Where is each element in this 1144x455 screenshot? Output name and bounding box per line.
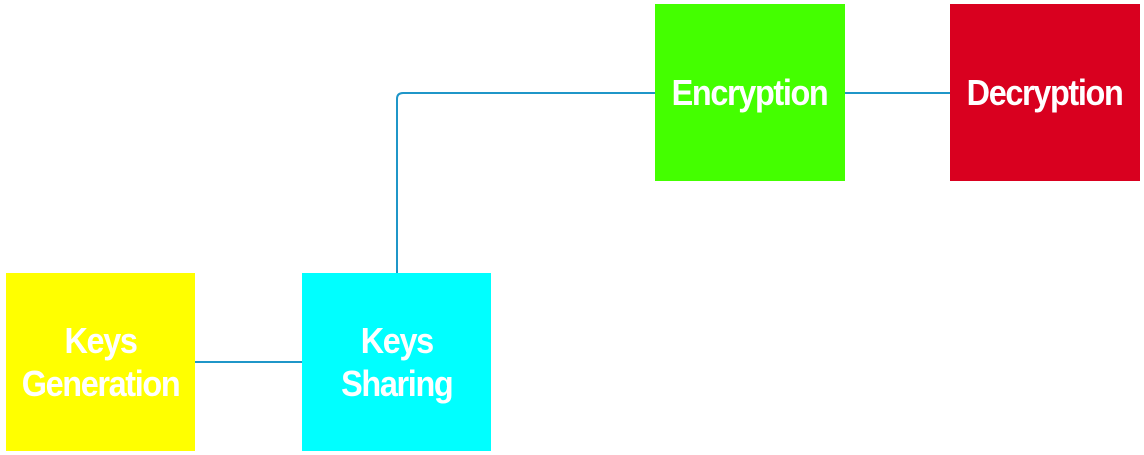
node-decryption: Decryption	[950, 4, 1140, 181]
node-label-keys-generation: Keys Generation	[21, 319, 181, 404]
node-keys-generation: Keys Generation	[6, 273, 195, 451]
node-encryption: Encryption	[655, 4, 845, 181]
node-label-encryption: Encryption	[672, 71, 829, 113]
node-label-decryption: Decryption	[967, 71, 1124, 113]
node-label-keys-sharing: Keys Sharing	[340, 319, 454, 404]
connector-keys-sharing-to-encryption	[396, 92, 655, 273]
node-keys-sharing: Keys Sharing	[302, 273, 491, 451]
